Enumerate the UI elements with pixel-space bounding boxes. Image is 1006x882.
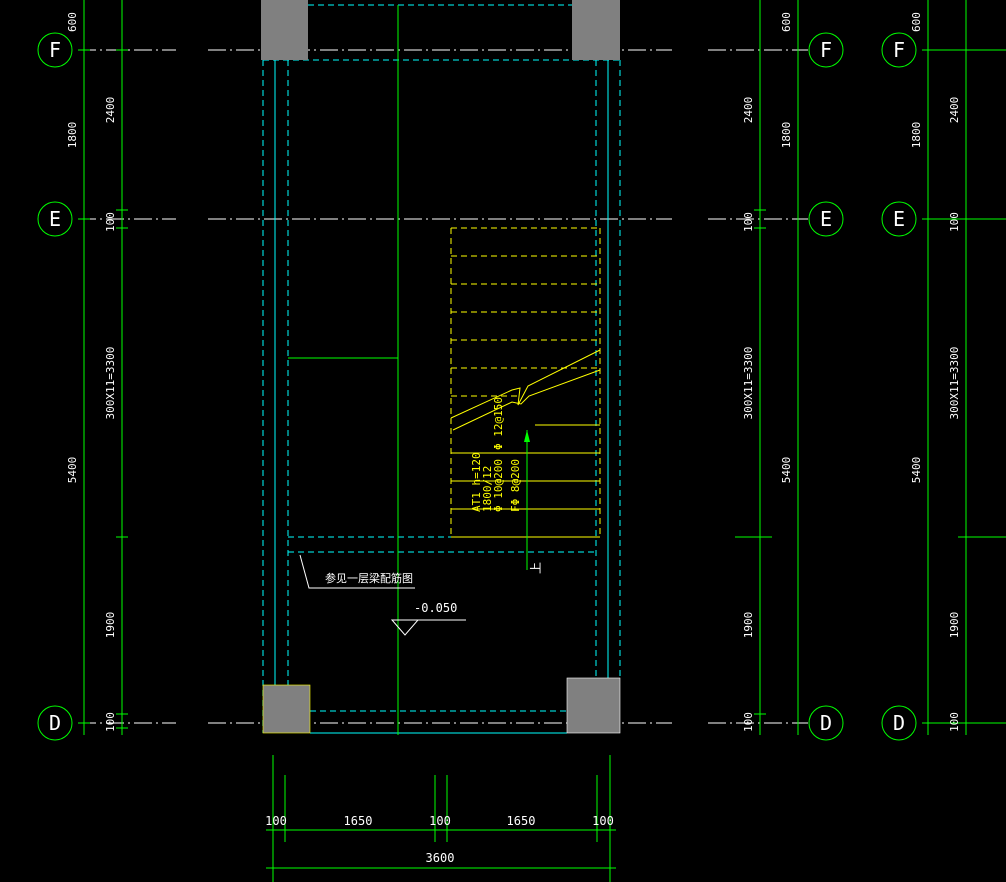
axis-bubble-d-left <box>37 705 73 741</box>
dim-1800: 1800 <box>66 122 79 149</box>
stair-labels: AT1 h=120 1800/12 Φ 10@200 Φ 12@150 FΦ 8… <box>470 397 522 512</box>
column-top-left <box>261 0 308 60</box>
direction-label: 上 <box>529 562 543 574</box>
axis-bubble-f-left <box>37 32 73 68</box>
stair-label-4: Φ 12@150 <box>492 397 505 450</box>
break-line-upper <box>452 369 601 431</box>
axis-bubble-d-right2 <box>881 705 917 741</box>
axis-bubble-e-left <box>37 201 73 237</box>
stair-label-3: Φ 10@200 <box>492 459 505 512</box>
dimension-right1-text: 600 2400 1800 100 300X11=3300 5400 1900 … <box>742 12 793 732</box>
axis-label-f: F <box>893 38 905 62</box>
elevation-label: -0.050 <box>414 601 457 615</box>
column-bottom-right <box>566 677 621 734</box>
axis-bubble-text: F E D F E D F E D <box>49 38 905 735</box>
dim-1800: 1800 <box>780 122 793 149</box>
dim-5400: 5400 <box>66 457 79 484</box>
annotations: 参见一层梁配筋图 -0.050 <box>299 554 466 636</box>
dim-600: 600 <box>66 12 79 32</box>
dim-100-top: 100 <box>104 212 117 232</box>
dim-600: 600 <box>780 12 793 32</box>
dim-w1650b: 1650 <box>507 814 536 828</box>
dimension-bottom-text: 100 1650 100 1650 100 3600 <box>265 814 614 865</box>
dim-1900: 1900 <box>104 612 117 639</box>
dim-5400: 5400 <box>910 457 923 484</box>
axis-label-d: D <box>820 711 832 735</box>
dim-1900: 1900 <box>948 612 961 639</box>
reference-note: 参见一层梁配筋图 <box>325 571 413 585</box>
dim-1800: 1800 <box>910 122 923 149</box>
axis-bubble-f-right2 <box>881 32 917 68</box>
dim-5400: 5400 <box>780 457 793 484</box>
note-leader <box>299 554 415 589</box>
column-bottom-left <box>262 684 311 734</box>
axis-label-f: F <box>820 38 832 62</box>
stair-label-1: AT1 h=120 <box>470 452 483 512</box>
walls <box>262 4 621 734</box>
stair-flight <box>450 227 601 538</box>
dim-100-bottom: 100 <box>948 712 961 732</box>
axis-label-e: E <box>49 207 61 231</box>
dim-w1650a: 1650 <box>344 814 373 828</box>
axis-label-d: D <box>893 711 905 735</box>
dim-100-bottom: 100 <box>742 712 755 732</box>
axis-label-e: E <box>820 207 832 231</box>
dimension-right2 <box>922 0 1006 735</box>
elevation-symbol <box>390 619 420 636</box>
axis-bubble-e-right1 <box>808 201 844 237</box>
dimension-left <box>78 0 128 735</box>
axis-label-d: D <box>49 711 61 735</box>
dim-3300: 300X11=3300 <box>948 347 961 420</box>
dim-2400: 2400 <box>104 97 117 124</box>
axis-bubble-e-right2 <box>881 201 917 237</box>
axis-bubble-f-right1 <box>808 32 844 68</box>
axis-bubble-d-right1 <box>808 705 844 741</box>
dim-100-bottom: 100 <box>104 712 117 732</box>
dimension-right2-text: 600 2400 1800 100 300X11=3300 5400 1900 … <box>910 12 961 732</box>
axis-bubbles <box>37 32 917 741</box>
direction-arrow: 上 <box>524 430 543 574</box>
stair-label-2: 1800/12 <box>481 466 494 512</box>
dim-600: 600 <box>910 12 923 32</box>
dim-w100b: 100 <box>429 814 451 828</box>
columns <box>261 0 621 734</box>
dim-2400: 2400 <box>948 97 961 124</box>
axis-label-f: F <box>49 38 61 62</box>
axis-label-e: E <box>893 207 905 231</box>
stair-label-5: FΦ 8@200 <box>509 459 522 512</box>
arrow-head <box>524 430 530 442</box>
dim-w100c: 100 <box>592 814 614 828</box>
dimension-left-text: 600 2400 1800 100 300X11=3300 5400 1900 … <box>66 12 117 732</box>
column-top-right <box>572 0 620 60</box>
dim-3300: 300X11=3300 <box>742 347 755 420</box>
break-line-lower <box>450 349 601 419</box>
dim-100-top: 100 <box>948 212 961 232</box>
dim-2400: 2400 <box>742 97 755 124</box>
dimension-bottom <box>266 755 616 882</box>
dim-100-top: 100 <box>742 212 755 232</box>
dimension-right1 <box>735 0 799 735</box>
dim-w100a: 100 <box>265 814 287 828</box>
interior-lines <box>288 5 399 735</box>
dim-1900: 1900 <box>742 612 755 639</box>
dim-total: 3600 <box>426 851 455 865</box>
dim-3300: 300X11=3300 <box>104 347 117 420</box>
